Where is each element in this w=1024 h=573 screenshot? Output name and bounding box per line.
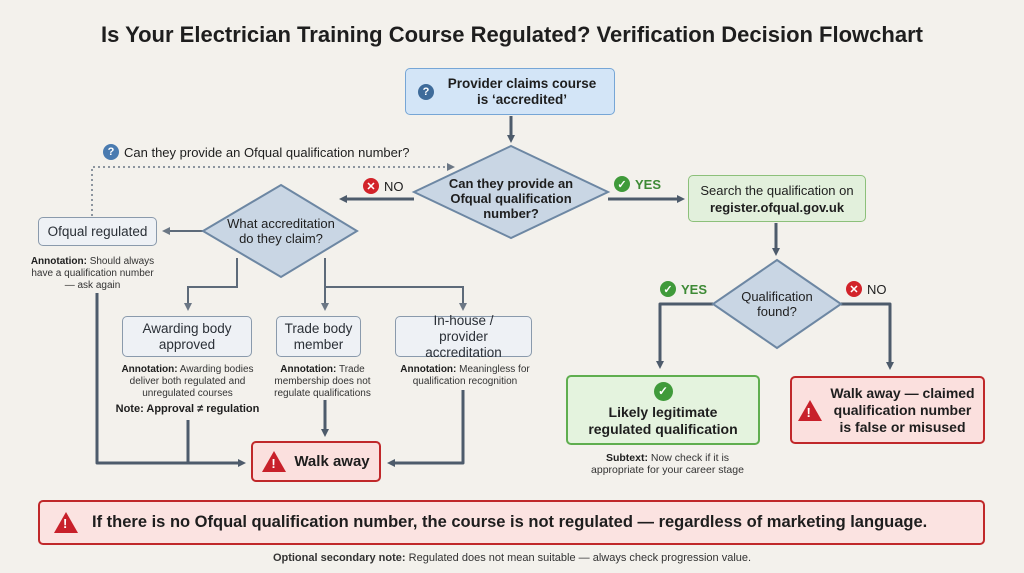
footer-label: Optional secondary note:	[272, 552, 406, 564]
no-text: NO	[867, 281, 887, 297]
awarding-note: Note: Approval ≠ regulation	[115, 403, 260, 415]
option-trade-body: Trade body member	[276, 316, 361, 357]
subtext-text: Now check if it is appropriate for your …	[591, 452, 744, 476]
inhouse-annotation: Annotation: Meaningless for qualificatio…	[390, 364, 540, 388]
question-icon: ?	[418, 83, 434, 100]
warning-icon: !	[797, 399, 822, 421]
option-ofqual-regulated: Ofqual regulated	[38, 217, 157, 246]
check-circle-icon: ✓	[653, 382, 673, 401]
q1-yes-label: ✓ YES	[614, 176, 661, 192]
walk-away-text: Walk away	[294, 453, 370, 470]
banner-text: If there is no Ofqual qualification numb…	[92, 513, 928, 531]
search-text: Search the qualification on	[700, 182, 854, 198]
search-node: Search the qualification on register.ofq…	[688, 175, 866, 222]
legit-node: ✓ Likely legitimate regulated qualificat…	[566, 375, 760, 445]
diamond-q3	[201, 183, 359, 279]
subtext-label: Subtext:	[605, 452, 648, 464]
ann-text: Should always have a qualification numbe…	[31, 256, 155, 291]
footer-note: Optional secondary note: Regulated does …	[0, 552, 1024, 564]
arrow-inhouse-to-walkaway	[387, 390, 465, 467]
arrow-q2-no	[841, 302, 894, 370]
ann-text: Trade membership does not regulate quali…	[274, 364, 371, 399]
q1-no-label: ✕ NO	[363, 178, 404, 194]
ofqual-annotation: Annotation: Should always have a qualifi…	[25, 256, 160, 292]
loop-text: Can they provide an Ofqual qualification…	[124, 144, 410, 160]
q2-text: Qualification found?	[741, 289, 813, 319]
loop-label: ? Can they provide an Ofqual qualificatio…	[103, 144, 409, 160]
arrow-q3-awarding	[184, 258, 238, 311]
ann-text: Meaningless for qualification recognitio…	[412, 364, 530, 387]
q1-text: Can they provide an Ofqual qualification…	[448, 175, 574, 221]
warning-icon: !	[262, 451, 287, 472]
arrow-q2-yes	[656, 302, 713, 369]
legit-subtext: Subtext: Now check if it is appropriate …	[580, 452, 755, 476]
q3-text: What accreditation do they claim?	[227, 216, 335, 246]
false-number-node: ! Walk away — claimed qualification numb…	[790, 376, 985, 444]
q2-no-label: ✕ NO	[846, 281, 887, 297]
arrow-ofqual-to-walkaway	[95, 293, 246, 467]
legit-text: Likely legitimate regulated qualificatio…	[588, 404, 738, 437]
start-node: ? Provider claims course is ‘accredited’	[405, 68, 615, 115]
q2-yes-label: ✓ YES	[660, 281, 707, 297]
check-circle-icon: ✓	[660, 281, 676, 297]
check-circle-icon: ✓	[614, 176, 630, 192]
dotted-loop-arrow	[91, 163, 455, 216]
warning-banner: ! If there is no Ofqual qualification nu…	[38, 500, 985, 545]
question-icon: ?	[103, 144, 119, 160]
diamond-q2	[711, 258, 843, 350]
walk-away-node: ! Walk away	[251, 441, 381, 482]
register-link[interactable]: register.ofqual.gov.uk	[709, 199, 845, 215]
ann-text: Awarding bodies deliver both regulated a…	[129, 364, 254, 399]
footer-text: Regulated does not mean suitable — alway…	[408, 552, 752, 564]
no-text: NO	[384, 178, 404, 194]
arrow-q3-inhouse	[325, 286, 467, 311]
yes-text: YES	[635, 176, 662, 192]
ann-label: Annotation:	[121, 364, 178, 375]
page-title: Is Your Electrician Training Course Regu…	[101, 22, 923, 47]
x-circle-icon: ✕	[846, 281, 862, 297]
ann-label: Annotation:	[30, 256, 87, 267]
warning-icon: !	[54, 512, 78, 533]
ann-label: Annotation:	[280, 364, 337, 375]
diamond-q1	[411, 144, 611, 240]
false-number-text: Walk away — claimed qualification number…	[830, 384, 975, 435]
ann-label: Annotation:	[400, 364, 457, 375]
awarding-annotation: Annotation: Awarding bodies deliver both…	[115, 364, 260, 400]
option-in-house: In-house / provider accreditation	[395, 313, 532, 360]
start-text: Provider claims course is ‘accredited’	[447, 75, 597, 107]
yes-text: YES	[681, 281, 708, 297]
option-awarding-body: Awarding body approved	[122, 316, 252, 357]
x-circle-icon: ✕	[363, 178, 379, 194]
trade-annotation: Annotation: Trade membership does not re…	[260, 364, 385, 400]
